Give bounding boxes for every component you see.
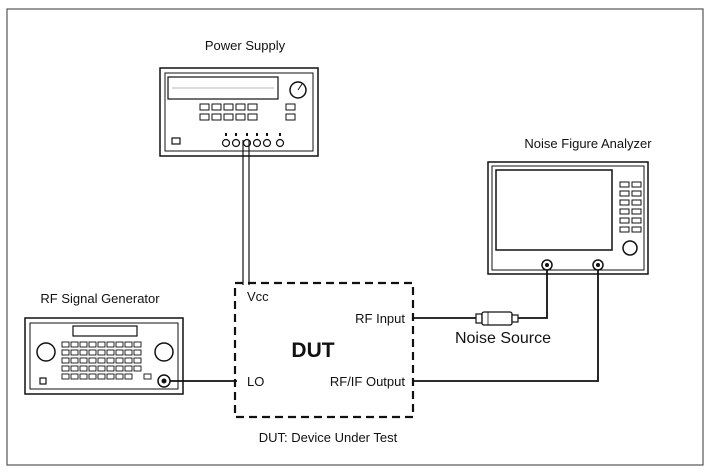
siggen-knob-right xyxy=(154,342,174,362)
rf-if-output-cable xyxy=(413,270,599,382)
siggen-inner-frame xyxy=(29,322,179,390)
caption: DUT: Device Under Test xyxy=(259,430,398,445)
dut-block: DUT Vcc RF Input LO RF/IF Output xyxy=(233,281,415,419)
vcc-label: Vcc xyxy=(247,289,269,304)
dut-label: DUT xyxy=(291,339,334,362)
noise-figure-analyzer-label: Noise Figure Analyzer xyxy=(524,136,652,151)
lo-label: LO xyxy=(247,374,264,389)
rf-input-label: RF Input xyxy=(355,311,405,326)
power-supply-button-grid xyxy=(199,103,296,121)
power-supply-terminals xyxy=(221,138,285,148)
power-supply-label: Power Supply xyxy=(205,38,286,53)
power-supply-switch xyxy=(171,137,181,145)
outer-frame xyxy=(6,8,704,466)
power-supply-terminal-marks xyxy=(225,133,281,136)
noise-source-label: Noise Source xyxy=(455,330,551,347)
rf-signal-generator-label: RF Signal Generator xyxy=(40,291,160,306)
power-supply-knob-pointer xyxy=(297,83,303,91)
siggen-display xyxy=(72,325,138,337)
rf-signal-generator: RF Signal Generator xyxy=(24,291,184,395)
nfa-screen xyxy=(495,169,613,251)
power-supply: Power Supply xyxy=(159,38,319,157)
nfa-input-port-center xyxy=(545,263,549,267)
nfa-keypad xyxy=(619,181,642,233)
noise-figure-analyzer: Noise Figure Analyzer xyxy=(487,136,652,275)
power-supply-inner-frame xyxy=(164,72,314,152)
nfa-inner-frame xyxy=(491,165,645,271)
nfa-output-port-center xyxy=(596,263,600,267)
siggen-switch xyxy=(39,377,47,385)
noise-source-to-nfa-cable xyxy=(518,270,548,319)
siggen-keypad xyxy=(61,341,152,380)
noise-source-device xyxy=(475,311,519,326)
rf-if-output-label: RF/IF Output xyxy=(330,374,406,389)
siggen-knob-left xyxy=(36,342,56,362)
siggen-output-port-center xyxy=(161,378,167,384)
nfa-knob xyxy=(622,240,638,256)
